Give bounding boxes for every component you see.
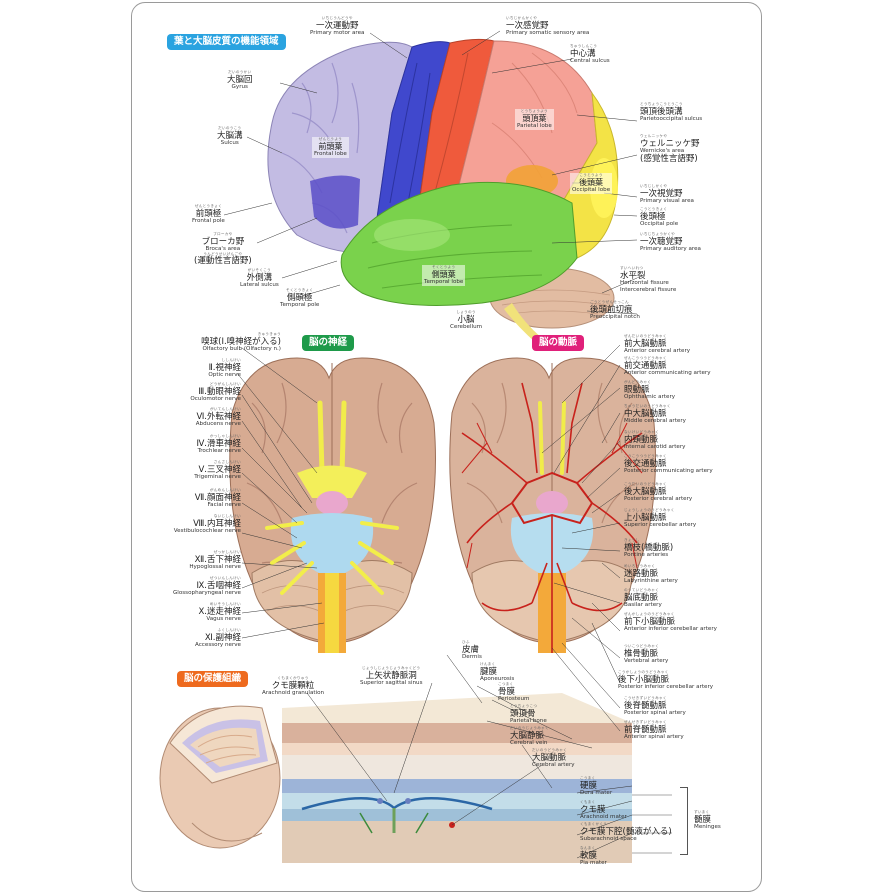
label-horizontal-fissure: すいへいれつ 水平裂 Horizontal fissure Intercereb… [620,266,677,293]
leader-lines [223,30,638,859]
label-primary-visual: いちじしかくや 一次視覚野 Primary visual area [640,184,694,205]
label-primary-sensory: いちじかんかくや 一次感覚野 Primary somatic sensory a… [506,16,590,37]
label-frontal-pole: ぜんとうきょく 前頭極 Frontal pole [192,204,225,225]
label-parietal-lobe: とうちょうよう 頭頂葉 Parietal lobe [515,109,554,131]
lateral-brain-illustration [267,38,619,343]
label-primary-motor: いちじうんどうや 一次運動野 Primary motor area [310,16,365,37]
section-title-cortex: 葉と大脳皮質の機能領域 [167,34,286,50]
artery-label-pontine: きょうし橋枝(橋動脈)Pontine arteries [624,538,674,559]
nerve-label-1: きゅうきゅう嗅球(Ⅰ.嗅神経が入る)Olfactory bulb (Olfact… [201,332,281,353]
label-frontal-lobe: ぜんとうよう 前頭葉 Frontal lobe [312,137,349,159]
label-cerebellum: しょうのう 小脳 Cerebellum [450,310,483,331]
section-title-protection: 脳の保護組織 [177,671,249,687]
section-title-arteries: 脳の動脈 [532,335,585,351]
section-title-nerves: 脳の神経 [302,335,355,351]
meninges-bracket [680,787,688,855]
inferior-brain-arteries-illustration [449,357,656,653]
inferior-brain-nerves-illustration [229,357,436,653]
label-preoccipital-notch: ごうとうぜんせっこん 後頭前切痕 Preoccipital notch [590,300,640,321]
label-subarachnoid-space: くもまくかくうクモ膜下腔(髄液が入る)Subarachnoid space [580,822,672,843]
label-occipital-lobe: こうとうよう 後頭葉 Occipital lobe [570,173,613,195]
label-central-sulcus: ちゅうしんこう 中心溝 Central sulcus [570,44,610,65]
label-occipital-pole: こうとうきょく 後頭極 Occipital pole [640,207,679,228]
poster-illustrations [159,30,672,863]
label-lateral-sulcus: がいそくこう 外側溝 Lateral sulcus [240,268,279,289]
label-temporal-pole: そくとうきょく 側頭極 Temporal pole [280,288,320,309]
label-gyrus: だいのうかい 大脳回 Gyrus [227,70,253,91]
label-primary-auditory: いちじちょうかくや 一次聴覚野 Primary auditory area [640,232,701,253]
label-wernicke: ウェルニッケや ウェルニッケ野 Wernicke's area (感覚性言語野) [640,134,700,164]
protective-tissues-illustration [159,693,672,863]
label-parietooccipital-sulcus: とうちょうこうとうこう 頭頂後頭溝 Parietooccipital sulcu… [640,102,703,123]
anatomy-poster: 葉と大脳皮質の機能領域 脳の神経 脳の動脈 脳の保護組織 いちじうんどうや 一次… [131,2,762,892]
label-broca: ブローカや ブローカ野 Broca's area うんどうせいげんごや (運動性… [194,232,252,267]
label-temporal-lobe: そくとうよう 側頭葉 Temporal lobe [422,265,466,287]
label-sulcus: だいのうこう 大脳溝 Sulcus [217,126,243,147]
